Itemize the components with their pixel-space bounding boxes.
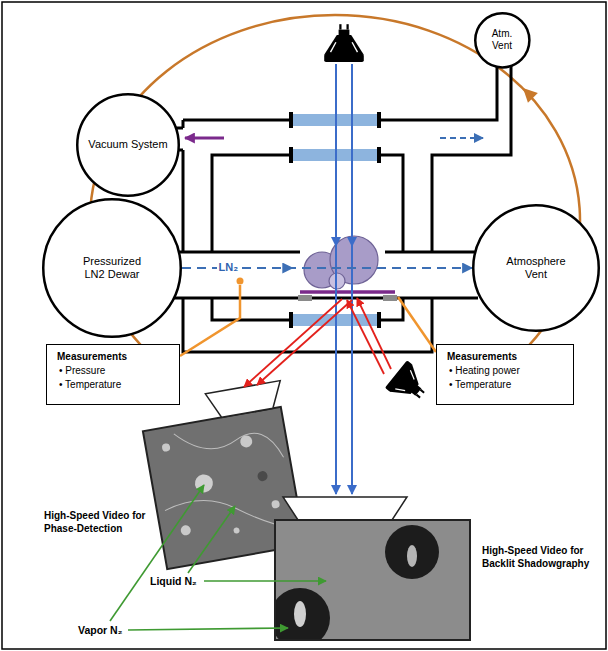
heater-surface [300, 290, 395, 294]
equipment-circle: Pressurized LN2 Dewar [42, 198, 182, 338]
measurement-leader [180, 285, 240, 356]
lamp-highlight [331, 42, 336, 52]
callout-label: Liquid N₂ [150, 575, 197, 588]
incident-ray [347, 300, 384, 374]
measurement-box: Measurements• Pressure• Temperature [46, 344, 180, 405]
reflected-ray [257, 300, 352, 385]
bubble-shadow [275, 588, 330, 640]
lamp-pin [346, 24, 348, 29]
lamp-highlight [395, 385, 405, 394]
lamp-pin [420, 390, 424, 393]
window-flange [289, 312, 293, 328]
lamp-highlight [352, 42, 357, 52]
node-label: Vacuum System [88, 138, 167, 151]
bubble-highlight [294, 601, 306, 627]
window-flange [377, 147, 381, 163]
circle-shape [43, 199, 181, 337]
lamp-highlight [407, 370, 417, 379]
circle-text-holder: Vacuum System [88, 138, 167, 151]
box-heading: Measurements [447, 350, 563, 364]
callout-arrow [204, 580, 326, 582]
circle-shape [475, 13, 529, 67]
camera-lens-cone [283, 497, 407, 520]
circle-shape [473, 205, 599, 331]
shadowgraphy-frame [275, 520, 470, 640]
callout-arrow [188, 506, 235, 573]
circle-shape [77, 94, 179, 196]
measurement-box: Measurements• Heating power• Temperature [436, 344, 574, 405]
bubble-highlight [407, 545, 417, 567]
circulation-arrowhead [518, 83, 538, 103]
lamp-body [324, 35, 364, 55]
measurement-leader [398, 297, 436, 352]
video-frame [275, 520, 470, 640]
reflected-ray [244, 299, 342, 387]
backlight-beam [335, 64, 337, 494]
lamp-icon [385, 360, 433, 409]
bubble-shadow [385, 525, 439, 579]
node-label: Atm. Vent [482, 28, 522, 52]
window-flange [377, 312, 381, 328]
sensor-dot [237, 278, 244, 285]
callout-arrow [128, 628, 288, 630]
node-label: Atmosphere Vent [498, 255, 574, 281]
pipe-walls [168, 66, 511, 352]
bullet-item: • Heating power [447, 364, 563, 378]
vacuum-flow-arrow [185, 137, 224, 140]
circle-text-holder: Atm. Vent [482, 28, 522, 52]
vapor-spot [161, 443, 170, 452]
node-label: Pressurized LN2 Dewar [72, 255, 152, 281]
equipment-circle: Atmosphere Vent [472, 204, 600, 332]
window-flange [377, 112, 381, 128]
heater-mount [383, 295, 397, 301]
dry-spot [257, 470, 269, 482]
callout-arrow [110, 485, 204, 621]
heater-mount [298, 295, 312, 301]
lamp-pin [416, 395, 420, 398]
vapor-spot [193, 473, 214, 494]
image-caption: High-Speed Video for Phase-Detection [44, 510, 152, 535]
vapor-spot [180, 524, 192, 536]
vapor-spot [239, 434, 253, 448]
lamp-lens [324, 54, 364, 62]
bullet-item: • Pressure [57, 364, 169, 378]
equipment-circle: Atm. Vent [474, 12, 531, 69]
callout-label: Vapor N₂ [78, 624, 122, 637]
box-heading: Measurements [57, 350, 169, 364]
circle-text-holder: Pressurized LN2 Dewar [72, 255, 152, 281]
equipment-circle: Vacuum System [76, 93, 180, 197]
lamp-neck [339, 30, 350, 36]
video-frame-border [275, 520, 470, 640]
backlight-beam [351, 64, 353, 494]
bullet-item: • Temperature [447, 378, 563, 392]
window-flange [289, 112, 293, 128]
lamp-pin [339, 24, 341, 29]
window-flange [289, 147, 293, 163]
vent-flow-arrow [440, 137, 483, 139]
edge-label: LN₂ [217, 261, 241, 274]
incident-ray [357, 298, 391, 369]
vapor-spot [233, 527, 240, 534]
image-caption: High-Speed Video for Backlit Shadowgraph… [482, 545, 600, 570]
bullet-item: • Temperature [57, 378, 169, 392]
circle-text-holder: Atmosphere Vent [498, 255, 574, 281]
vapor-spot [271, 500, 280, 509]
contact-line [174, 416, 284, 475]
lamp-icon [324, 24, 364, 62]
